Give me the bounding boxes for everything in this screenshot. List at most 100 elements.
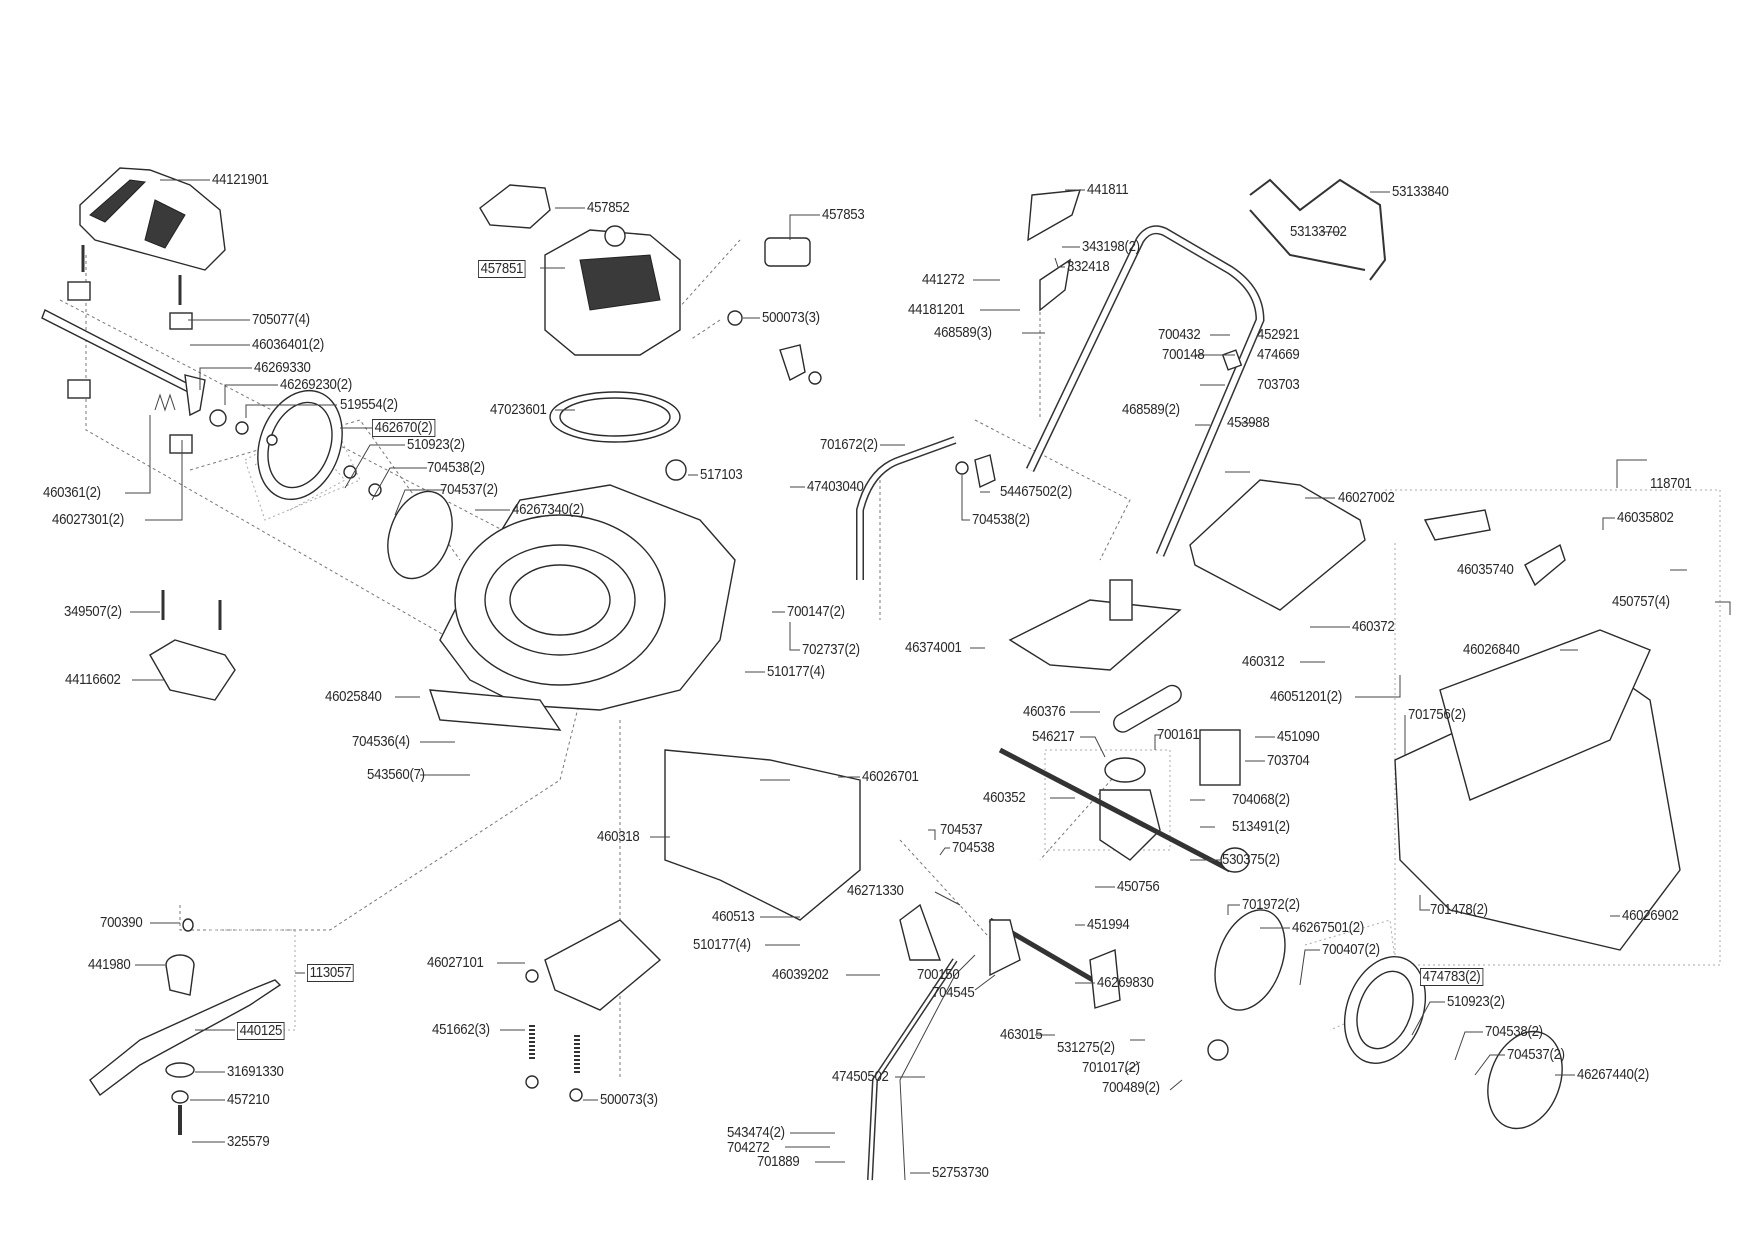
part-label: 44181201 xyxy=(908,301,965,318)
part-label: 31691330 xyxy=(227,1063,284,1080)
part-label: 704538(2) xyxy=(1485,1023,1543,1040)
part-label: 700390 xyxy=(100,914,143,931)
assembly-lines xyxy=(59,239,1721,1080)
gearbox-assembly xyxy=(998,684,1250,873)
part-label: 46374001 xyxy=(905,639,962,656)
part-label: 703704 xyxy=(1267,752,1310,769)
part-label: 349507(2) xyxy=(64,603,122,620)
part-label-assembly: 457851 xyxy=(478,260,526,278)
part-label: 47023601 xyxy=(490,401,547,418)
part-label: 451662(3) xyxy=(432,1021,490,1038)
part-label-assembly: 113057 xyxy=(307,964,354,982)
part-label: 510177(4) xyxy=(767,663,825,680)
part-label: 704537(2) xyxy=(1507,1046,1565,1063)
part-label-assembly: 462670(2) xyxy=(372,419,436,437)
leader-lines xyxy=(125,179,1731,1174)
part-label: 54467502(2) xyxy=(1000,483,1072,500)
part-label: 450756 xyxy=(1117,878,1160,895)
part-label: 53133840 xyxy=(1392,183,1449,200)
part-label: 500073(3) xyxy=(762,309,820,326)
part-label: 704538(2) xyxy=(972,511,1030,528)
part-label: 517103 xyxy=(700,466,743,483)
part-label: 46267440(2) xyxy=(1577,1066,1649,1083)
left-brackets xyxy=(41,245,206,454)
part-label: 700407(2) xyxy=(1322,941,1380,958)
part-label: 701478(2) xyxy=(1430,901,1488,918)
part-label: 46027002 xyxy=(1338,489,1395,506)
part-label: 46026840 xyxy=(1463,641,1520,658)
part-label: 47450502 xyxy=(832,1068,889,1085)
springs xyxy=(525,969,583,1102)
rear-axle-assembly xyxy=(867,903,1563,1181)
part-label-assembly: 440125 xyxy=(237,1022,285,1040)
part-label: 702737(2) xyxy=(802,641,860,658)
part-label: 46035740 xyxy=(1457,561,1514,578)
part-label: 704537 xyxy=(940,821,983,838)
discharge-chute xyxy=(544,749,861,1011)
part-label: 704537(2) xyxy=(440,481,498,498)
part-label: 460376 xyxy=(1023,703,1066,720)
part-label: 460361(2) xyxy=(43,484,101,501)
part-label: 46026902 xyxy=(1622,907,1679,924)
part-label: 46036401(2) xyxy=(252,336,324,353)
part-label: 701889 xyxy=(757,1153,800,1170)
part-label: 343198(2) xyxy=(1082,238,1140,255)
part-label: 46027101 xyxy=(427,954,484,971)
part-label: 460318 xyxy=(597,828,640,845)
mower-deck xyxy=(428,484,736,731)
wheel-left xyxy=(209,389,453,580)
part-label: 700148 xyxy=(1162,346,1205,363)
part-label: 452921 xyxy=(1257,326,1300,343)
upper-handle xyxy=(1025,178,1387,557)
part-label: 703703 xyxy=(1257,376,1300,393)
part-label: 531275(2) xyxy=(1057,1039,1115,1056)
part-label: 546217 xyxy=(1032,728,1075,745)
part-label: 46039202 xyxy=(772,966,829,983)
part-label: 519554(2) xyxy=(340,396,398,413)
part-label: 704536(4) xyxy=(352,733,410,750)
part-label: 453988 xyxy=(1227,414,1270,431)
part-label: 704538 xyxy=(952,839,995,856)
part-label: 451994 xyxy=(1087,916,1130,933)
rear-flap-part xyxy=(149,590,236,701)
part-label: 704272 xyxy=(727,1139,770,1156)
part-label: 46269330 xyxy=(254,359,311,376)
part-label: 457853 xyxy=(822,206,865,223)
part-label: 460513 xyxy=(712,908,755,925)
part-label: 510923(2) xyxy=(407,436,465,453)
part-label: 530375(2) xyxy=(1222,851,1280,868)
part-label: 46025840 xyxy=(325,688,382,705)
part-label: 441980 xyxy=(88,956,131,973)
part-label: 44121901 xyxy=(212,171,269,188)
part-label: 457210 xyxy=(227,1091,270,1108)
part-label: 457852 xyxy=(587,199,630,216)
part-label: 543474(2) xyxy=(727,1124,785,1141)
part-label: 46267501(2) xyxy=(1292,919,1364,936)
part-label: 46035802 xyxy=(1617,509,1674,526)
part-label: 510923(2) xyxy=(1447,993,1505,1010)
grass-catcher xyxy=(1008,479,1681,951)
part-label: 704538(2) xyxy=(427,459,485,476)
part-label: 700432 xyxy=(1158,326,1201,343)
part-label: 700161 xyxy=(1157,726,1200,743)
blade-assembly xyxy=(89,918,282,1135)
part-label: 543560(7) xyxy=(367,766,425,783)
part-label: 451090 xyxy=(1277,728,1320,745)
part-label: 46267340(2) xyxy=(512,501,584,518)
part-label: 44116602 xyxy=(65,671,121,688)
engine-assembly xyxy=(479,184,811,481)
part-label: 46051201(2) xyxy=(1270,688,1342,705)
part-label: 700150 xyxy=(917,966,960,983)
part-label: 325579 xyxy=(227,1133,270,1150)
part-label: 118701 xyxy=(1650,475,1692,492)
part-label: 705077(4) xyxy=(252,311,310,328)
part-label: 701672(2) xyxy=(820,436,878,453)
part-label: 700147(2) xyxy=(787,603,845,620)
part-label: 332418 xyxy=(1067,258,1110,275)
part-label: 510177(4) xyxy=(693,936,751,953)
part-label: 450757(4) xyxy=(1612,593,1670,610)
part-label: 46269230(2) xyxy=(280,376,352,393)
part-label: 468589(2) xyxy=(1122,401,1180,418)
part-label: 52753730 xyxy=(932,1164,989,1181)
